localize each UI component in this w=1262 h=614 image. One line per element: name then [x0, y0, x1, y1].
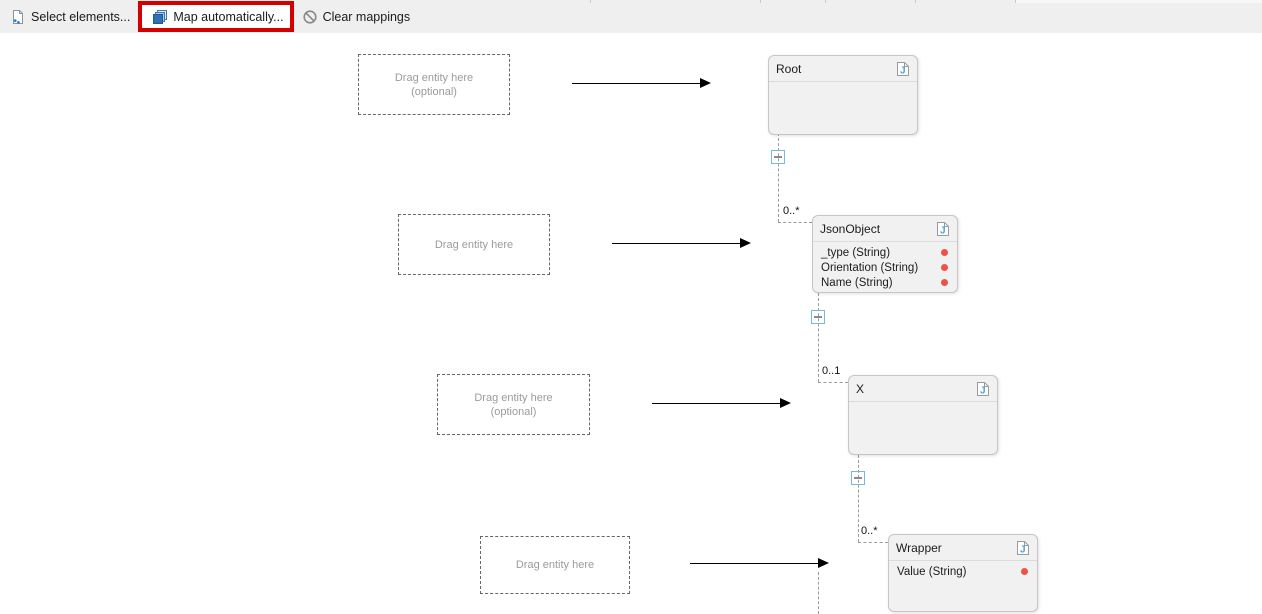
map-automatically-highlight: Map automatically... — [138, 1, 294, 32]
select-elements-label: Select elements... — [31, 9, 131, 24]
svg-text:J: J — [1020, 544, 1026, 555]
field-label: Value (String) — [897, 565, 967, 578]
connector-line — [818, 572, 819, 614]
clear-mappings-button[interactable]: Clear mappings — [296, 5, 417, 29]
entity-wrapper[interactable]: Wrapper J Value (String) — [888, 534, 1038, 612]
top-edge-tick — [1015, 0, 1016, 3]
json-document-icon: J — [1016, 540, 1030, 556]
svg-text:J: J — [900, 65, 906, 76]
json-document-icon: J — [976, 381, 990, 397]
connector-line — [818, 382, 848, 383]
svg-text:J: J — [980, 385, 986, 396]
entity-title: Root — [776, 61, 802, 76]
toolbar: Select elements... Map automatically... — [0, 0, 1262, 33]
select-elements-button[interactable]: Select elements... — [4, 5, 136, 29]
drop-zone-text: Drag entity here — [394, 71, 474, 84]
entity-body: _type (String) Orientation (String) Name… — [813, 242, 957, 290]
multiplicity-label: 0..1 — [822, 365, 841, 377]
entity-x[interactable]: X J — [848, 375, 998, 455]
required-dot-icon — [1021, 568, 1028, 575]
entity-jsonobject[interactable]: JsonObject J _type (String) Orientation … — [812, 215, 958, 293]
field-row[interactable]: Name (String) — [813, 275, 957, 290]
document-select-icon — [10, 9, 26, 25]
entity-title: JsonObject — [820, 221, 881, 236]
entity-title: X — [856, 381, 865, 396]
field-row[interactable]: Value (String) — [889, 564, 1037, 579]
drop-zone-1[interactable]: Drag entity here (optional) — [358, 54, 510, 115]
entity-body: Value (String) — [889, 561, 1037, 579]
connector-line — [778, 133, 779, 222]
entity-wrapper-header[interactable]: Wrapper J — [889, 535, 1037, 561]
connector-line — [818, 293, 819, 382]
drop-zone-text: Drag entity here — [515, 559, 595, 571]
svg-text:J: J — [940, 225, 946, 236]
required-dot-icon — [941, 249, 948, 256]
mapping-arrow-3 — [652, 397, 791, 408]
mapping-arrow-2 — [612, 237, 751, 248]
multiplicity-label: 0..* — [861, 525, 878, 537]
clear-mappings-label: Clear mappings — [322, 9, 411, 24]
field-row[interactable]: Orientation (String) — [813, 260, 957, 275]
diagram-canvas[interactable]: Drag entity here (optional) Drag entity … — [0, 33, 1262, 614]
entity-title: Wrapper — [896, 540, 942, 555]
drop-zone-text: Drag entity here — [434, 238, 514, 251]
map-automatically-button[interactable]: Map automatically... — [146, 5, 289, 29]
top-edge-tick — [760, 0, 761, 3]
json-document-icon: J — [896, 61, 910, 77]
field-label: Orientation (String) — [821, 261, 919, 274]
connector-line — [858, 455, 859, 542]
entity-body — [849, 402, 997, 405]
required-dot-icon — [941, 279, 948, 286]
field-row[interactable]: _type (String) — [813, 245, 957, 260]
json-document-icon: J — [936, 221, 950, 237]
top-edge-tick — [825, 0, 826, 3]
prohibition-icon — [302, 9, 318, 25]
drop-zone-3[interactable]: Drag entity here (optional) — [437, 374, 590, 435]
entity-root-header[interactable]: Root J — [769, 56, 917, 82]
expand-toggle-icon[interactable] — [771, 150, 785, 164]
field-label: Name (String) — [821, 276, 893, 289]
drop-zone-optional: (optional) — [411, 85, 457, 98]
connector-line — [858, 542, 888, 543]
entity-jsonobject-header[interactable]: JsonObject J — [813, 216, 957, 242]
drop-zone-optional: (optional) — [490, 405, 537, 418]
drop-zone-text: Drag entity here — [474, 391, 553, 404]
entity-root[interactable]: Root J — [768, 55, 918, 135]
field-label: _type (String) — [821, 246, 891, 259]
multiplicity-label: 0..* — [783, 205, 800, 217]
entity-body — [769, 82, 917, 85]
required-dot-icon — [941, 264, 948, 271]
expand-toggle-icon[interactable] — [851, 471, 865, 485]
expand-toggle-icon[interactable] — [811, 310, 825, 324]
entity-x-header[interactable]: X J — [849, 376, 997, 402]
drop-zone-2[interactable]: Drag entity here — [398, 214, 550, 275]
map-automatically-label: Map automatically... — [173, 9, 284, 24]
mapping-arrow-4 — [690, 557, 829, 568]
mapping-arrow-1 — [572, 77, 711, 88]
top-edge-segment — [1015, 0, 1262, 3]
top-edge-tick — [590, 0, 591, 3]
top-edge-tick — [915, 0, 916, 3]
connector-line — [778, 222, 812, 223]
layers-icon — [152, 9, 168, 25]
drop-zone-4[interactable]: Drag entity here — [480, 536, 630, 594]
